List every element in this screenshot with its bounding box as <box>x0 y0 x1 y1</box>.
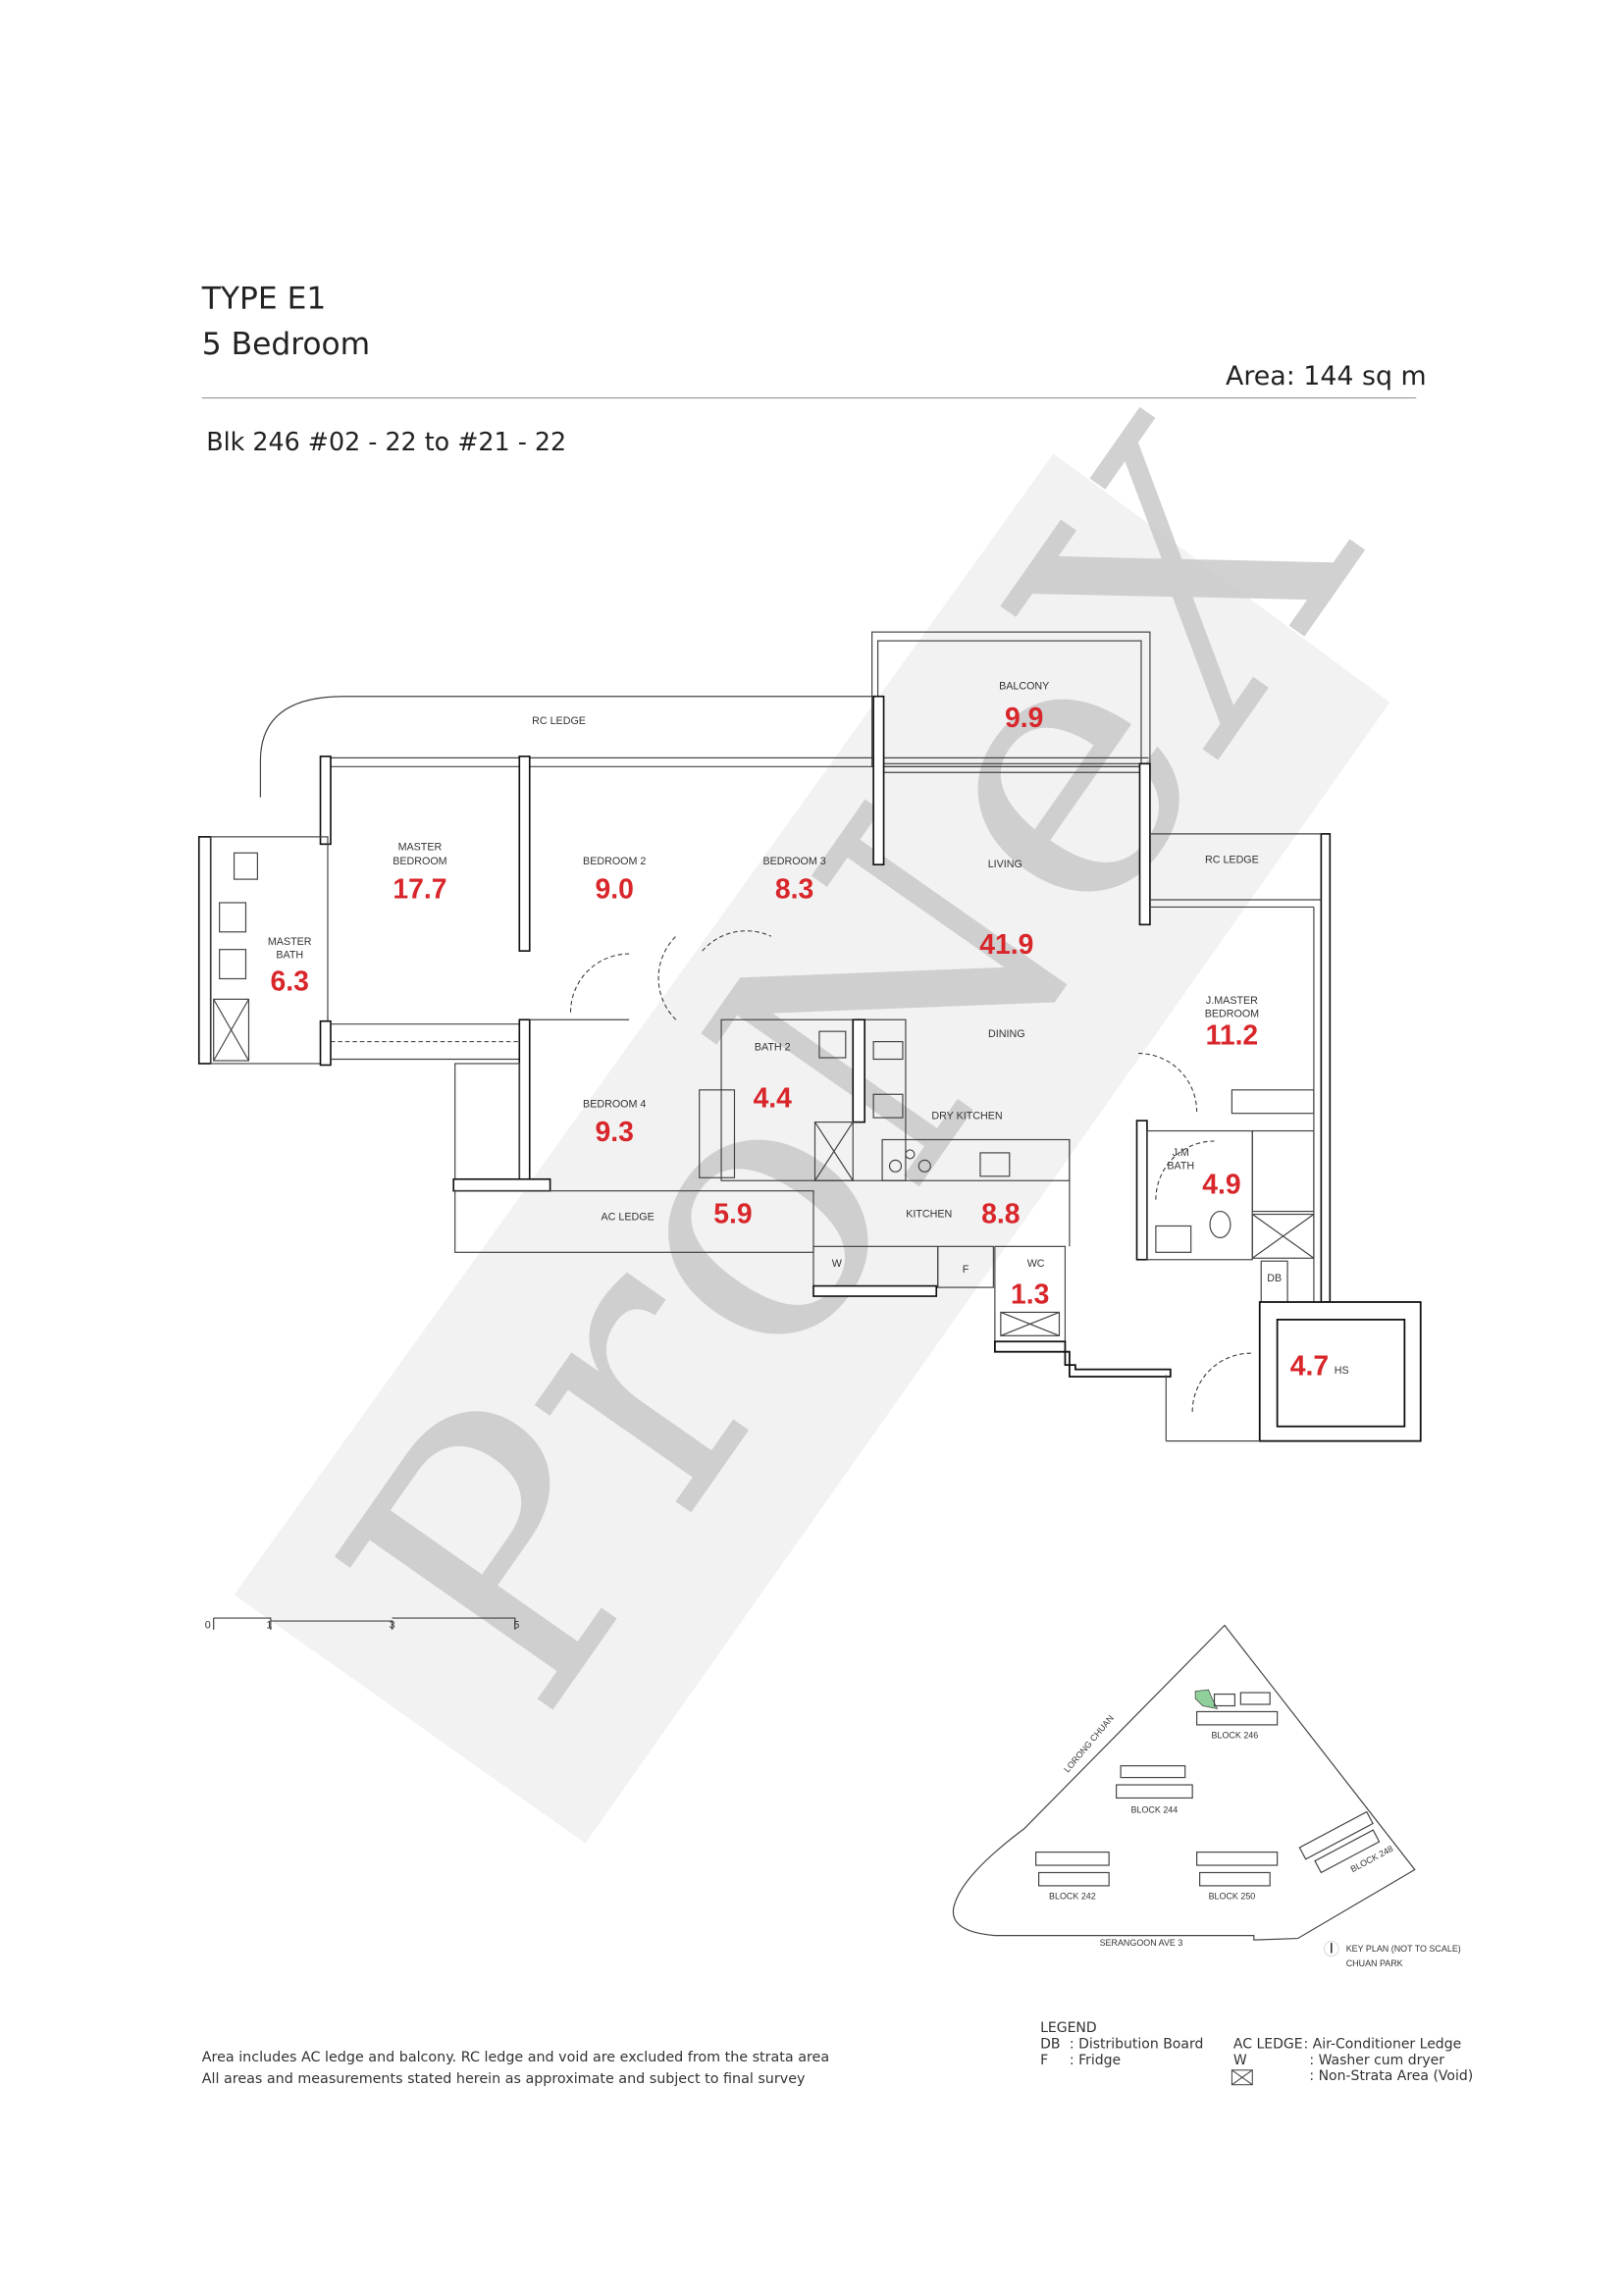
key-plan-subtitle: CHUAN PARK <box>1346 1958 1403 1968</box>
legend-key: F <box>1040 2053 1048 2068</box>
block-248: BLOCK 248 <box>1298 1810 1395 1874</box>
north-icon <box>1323 1940 1339 1957</box>
room-label: MASTER <box>268 936 312 948</box>
room-label: BEDROOM <box>393 856 446 867</box>
room-area: 9.9 <box>1005 703 1043 734</box>
scale-tick: 0 <box>205 1619 211 1631</box>
room-area: 41.9 <box>979 929 1033 961</box>
room-label: BEDROOM 4 <box>583 1099 646 1111</box>
room-label: BALCONY <box>999 680 1049 692</box>
room-area: 4.7 <box>1290 1351 1329 1383</box>
room-label: BATH 2 <box>755 1042 791 1054</box>
survey-note: All areas and measurements stated herein… <box>202 2071 806 2087</box>
room-area: 17.7 <box>393 873 446 905</box>
legend-value: : Fridge <box>1070 2053 1121 2068</box>
room-area: 4.9 <box>1202 1170 1240 1201</box>
room-area: 9.3 <box>596 1117 634 1148</box>
room-area: 11.2 <box>1206 1020 1259 1052</box>
room-label: RC LEDGE <box>1205 855 1259 866</box>
road-label: SERANGOON AVE 3 <box>1100 1938 1183 1948</box>
room-label: AC LEDGE <box>602 1212 655 1224</box>
block-250: BLOCK 250 <box>1196 1852 1279 1901</box>
room-area: 9.0 <box>596 873 634 905</box>
room-labels: RC LEDGE BALCONY 9.9 MASTER BEDROOM 17.7… <box>268 680 1349 1382</box>
unit-type: TYPE E1 <box>201 282 327 317</box>
room-label: RC LEDGE <box>532 715 586 727</box>
scale-tick: 5 <box>513 1619 519 1631</box>
room-area: 6.3 <box>271 965 309 997</box>
legend-value: : Washer cum dryer <box>1309 2053 1444 2068</box>
legend-value: : Distribution Board <box>1070 2036 1203 2052</box>
area-note: Area includes AC ledge and balcony. RC l… <box>202 2050 829 2065</box>
void-icon <box>1231 2069 1253 2086</box>
room-label: J.MASTER <box>1206 995 1258 1007</box>
fridge-label: F <box>963 1264 969 1276</box>
room-label: DRY KITCHEN <box>931 1111 1002 1122</box>
unit-numbers: Blk 246 #02 - 22 to #21 - 22 <box>206 427 566 456</box>
room-area: 1.3 <box>1011 1278 1049 1310</box>
db-label: DB <box>1267 1273 1282 1284</box>
room-label: BEDROOM 3 <box>762 856 825 867</box>
room-label: KITCHEN <box>906 1209 952 1221</box>
room-label: BEDROOM 2 <box>583 856 646 867</box>
bedroom-count: 5 Bedroom <box>202 327 370 362</box>
legend: LEGEND DB : Distribution Board F : Fridg… <box>1040 2020 1473 2086</box>
room-label: LIVING <box>988 859 1022 870</box>
block-label: BLOCK 244 <box>1131 1804 1179 1814</box>
block-246: BLOCK 246 <box>1194 1689 1279 1740</box>
room-label: HS <box>1335 1365 1349 1377</box>
unit-area: Area: 144 sq m <box>1226 361 1427 391</box>
room-area: 4.4 <box>754 1083 793 1115</box>
key-plan: BLOCK 246 BLOCK 244 BLOCK 242 BLOCK 250 … <box>952 1624 1461 1968</box>
scale-tick: 1 <box>266 1619 272 1631</box>
block-label: BLOCK 248 <box>1349 1844 1395 1874</box>
watermark-text: ProNeX <box>263 351 1439 1775</box>
block-label: BLOCK 250 <box>1209 1891 1256 1901</box>
scale-bar: 0 1 3 5 <box>205 1617 519 1631</box>
legend-key: W <box>1233 2053 1247 2068</box>
block-label: BLOCK 242 <box>1049 1891 1096 1901</box>
legend-title: LEGEND <box>1040 2020 1097 2036</box>
room-area: 8.3 <box>775 873 813 905</box>
room-label: J.M <box>1173 1147 1189 1159</box>
room-label: BATH <box>1167 1160 1194 1172</box>
scale-tick: 3 <box>390 1619 395 1631</box>
washer-label: W <box>832 1258 843 1270</box>
room-label: WC <box>1027 1258 1045 1270</box>
legend-value: : Air-Conditioner Ledge <box>1303 2036 1461 2052</box>
room-label: DINING <box>988 1028 1025 1040</box>
legend-value: : Non-Strata Area (Void) <box>1309 2068 1473 2084</box>
block-242: BLOCK 242 <box>1035 1852 1110 1901</box>
watermark: ProNeX <box>234 351 1439 1844</box>
block-244: BLOCK 244 <box>1116 1765 1193 1814</box>
room-area: 5.9 <box>713 1198 752 1229</box>
room-label: MASTER <box>398 841 443 853</box>
legend-key: DB <box>1040 2036 1060 2052</box>
key-plan-title: KEY PLAN (NOT TO SCALE) <box>1346 1944 1461 1954</box>
room-label: BATH <box>276 950 303 962</box>
legend-key: AC LEDGE <box>1233 2036 1303 2052</box>
room-label: BEDROOM <box>1205 1008 1259 1019</box>
block-label: BLOCK 246 <box>1212 1730 1259 1740</box>
floor-plan <box>197 631 1422 1442</box>
room-area: 8.8 <box>981 1198 1020 1229</box>
